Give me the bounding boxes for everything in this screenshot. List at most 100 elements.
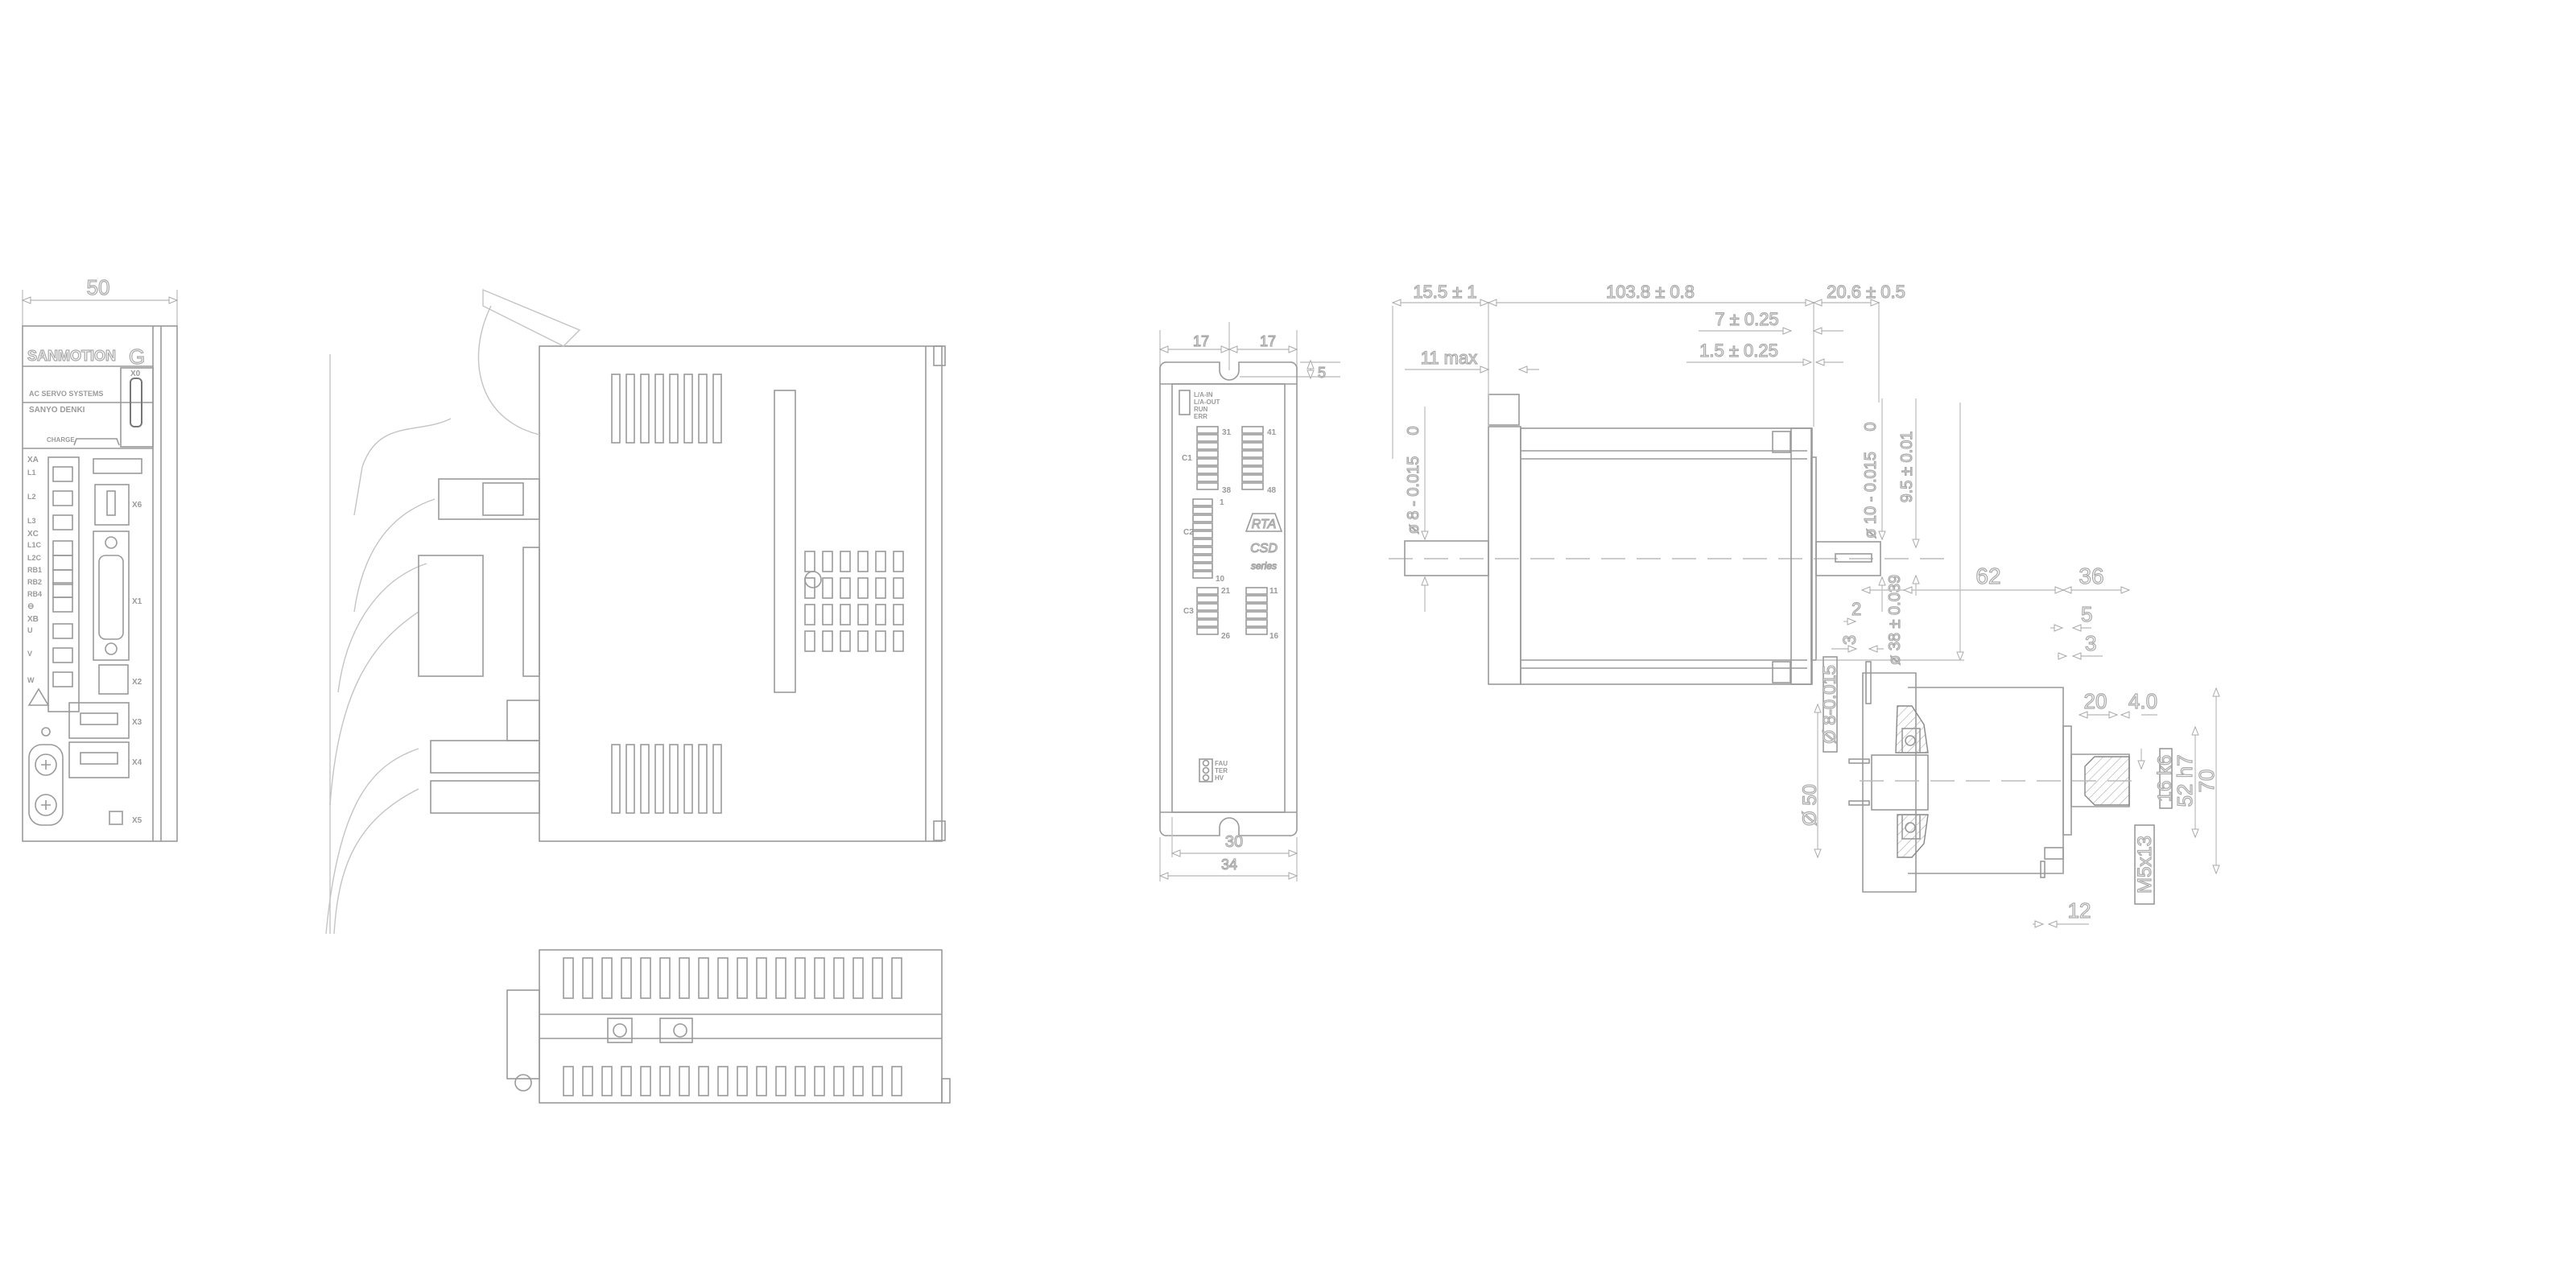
vent-slot (698, 957, 709, 999)
x2-connector[interactable] (98, 664, 129, 695)
x1-connector[interactable] (93, 530, 130, 661)
vent-slot (582, 957, 593, 999)
front-panel-edge (774, 390, 796, 693)
x0-usb-port[interactable] (130, 378, 142, 427)
dim-3: 3 (2085, 631, 2096, 655)
terminal-label: V (27, 650, 32, 658)
top-plug (438, 478, 540, 520)
terminal-slot (1192, 506, 1213, 514)
terminal-slot (1192, 539, 1213, 547)
lower-plug-2 (430, 780, 540, 814)
dim-shaft-dia: 16 k6 (2154, 755, 2176, 803)
vent-slot (775, 957, 786, 999)
vent-slot (683, 744, 693, 814)
connector-label-x5: X5 (132, 816, 142, 825)
connector-label-x2: X2 (132, 678, 142, 687)
terminal-slot (52, 540, 73, 556)
vent-slot (822, 630, 833, 652)
vent-slot (669, 744, 679, 814)
x6-connector[interactable] (94, 484, 130, 526)
terminal-label: ⊖ (27, 602, 34, 611)
terminal-slot (52, 623, 73, 639)
vent-slot (840, 604, 851, 625)
fault-led-labels: FAU TER HV (1215, 760, 1228, 782)
dim-shaft-length: 20 (2084, 689, 2107, 713)
terminal-slot (52, 555, 73, 571)
dim-left-half: 17 (1193, 333, 1209, 349)
cable (477, 305, 540, 436)
terminal-slot (1192, 547, 1213, 555)
x5-connector[interactable] (109, 811, 123, 825)
terminal-label: W (27, 676, 35, 684)
dim-pilot-dia: ø 38 ± 0.039 (1886, 575, 1904, 665)
cable (337, 563, 427, 693)
terminal-label: RB2 (27, 578, 42, 586)
connector-label-x1: X1 (132, 597, 142, 606)
vent-slot (814, 957, 825, 999)
output-shaft (2070, 753, 2130, 807)
terminal-slot (1196, 458, 1219, 466)
x4-connector[interactable] (68, 741, 130, 778)
terminal-slot (52, 671, 73, 687)
servo-drive-side-view (325, 288, 946, 935)
dim-5: 5 (2081, 602, 2092, 626)
vent-slot (857, 577, 869, 599)
terminal-slot (1241, 450, 1264, 458)
terminal-slot (1192, 530, 1213, 539)
charge-label: CHARGE (47, 436, 75, 444)
vent-slot (804, 551, 815, 572)
terminal-slot (1245, 611, 1268, 619)
vent-slot (611, 374, 621, 444)
vent-slot (840, 551, 851, 572)
terminal-label: XC (27, 530, 39, 539)
terminal-slot (1196, 595, 1219, 603)
servo-drive-bottom-view (506, 949, 951, 1104)
vent-slot (840, 630, 851, 652)
ground-icon (41, 727, 51, 737)
dim-front-shaft-tol: 0 (1862, 422, 1880, 431)
vent-slot (840, 577, 851, 599)
led-label: FAU (1215, 760, 1228, 767)
vent-slot (625, 374, 635, 444)
series-letter: G (129, 345, 145, 369)
pin-number: 26 (1221, 632, 1231, 641)
vent-slot (852, 957, 864, 999)
vent-slot (659, 1066, 671, 1096)
terminal-slot (52, 514, 73, 530)
vent-slot (804, 604, 815, 625)
terminal-slot (52, 569, 73, 585)
pin-number: 16 (1269, 632, 1279, 641)
pin-number: 38 (1222, 486, 1232, 495)
vent-slot (654, 744, 664, 814)
terminal-slot (1241, 482, 1264, 490)
dim-rear-shaft-tol: 0 (1405, 426, 1422, 435)
x3-connector[interactable] (68, 702, 130, 739)
vent-slot (891, 957, 902, 999)
led-label: RUN (1194, 406, 1208, 413)
rta-housing (1159, 361, 1298, 836)
hatched-section (2084, 756, 2130, 806)
drive-housing (22, 325, 178, 842)
terminal-slot (1196, 474, 1219, 482)
vent-slot (640, 1066, 651, 1096)
screw-icon (41, 760, 51, 810)
width-dimension: 50 (87, 275, 110, 299)
vent-slot (875, 604, 886, 625)
bearing (1901, 814, 1921, 840)
terminal-slot (1196, 450, 1219, 458)
dim-key: 3 (1839, 635, 1860, 645)
terminal-label: L3 (27, 517, 36, 525)
cable (325, 748, 419, 935)
c1-label: C1 (1182, 454, 1192, 463)
pin-number: 21 (1221, 587, 1231, 596)
vent-slot (872, 957, 883, 999)
gear-motor-section: 62 36 5 3 Ø 8-0.015 Ø 50 20 4.0 16 k6 52… (1798, 563, 2220, 928)
pin-number: 10 (1216, 575, 1225, 584)
connector-label-x3: X3 (132, 718, 142, 727)
terminal-slot (1196, 603, 1219, 611)
vent-slot (717, 1066, 729, 1096)
connector-label-x6: X6 (132, 501, 142, 510)
terminal-slot (1241, 458, 1264, 466)
vent-slot (712, 374, 722, 444)
